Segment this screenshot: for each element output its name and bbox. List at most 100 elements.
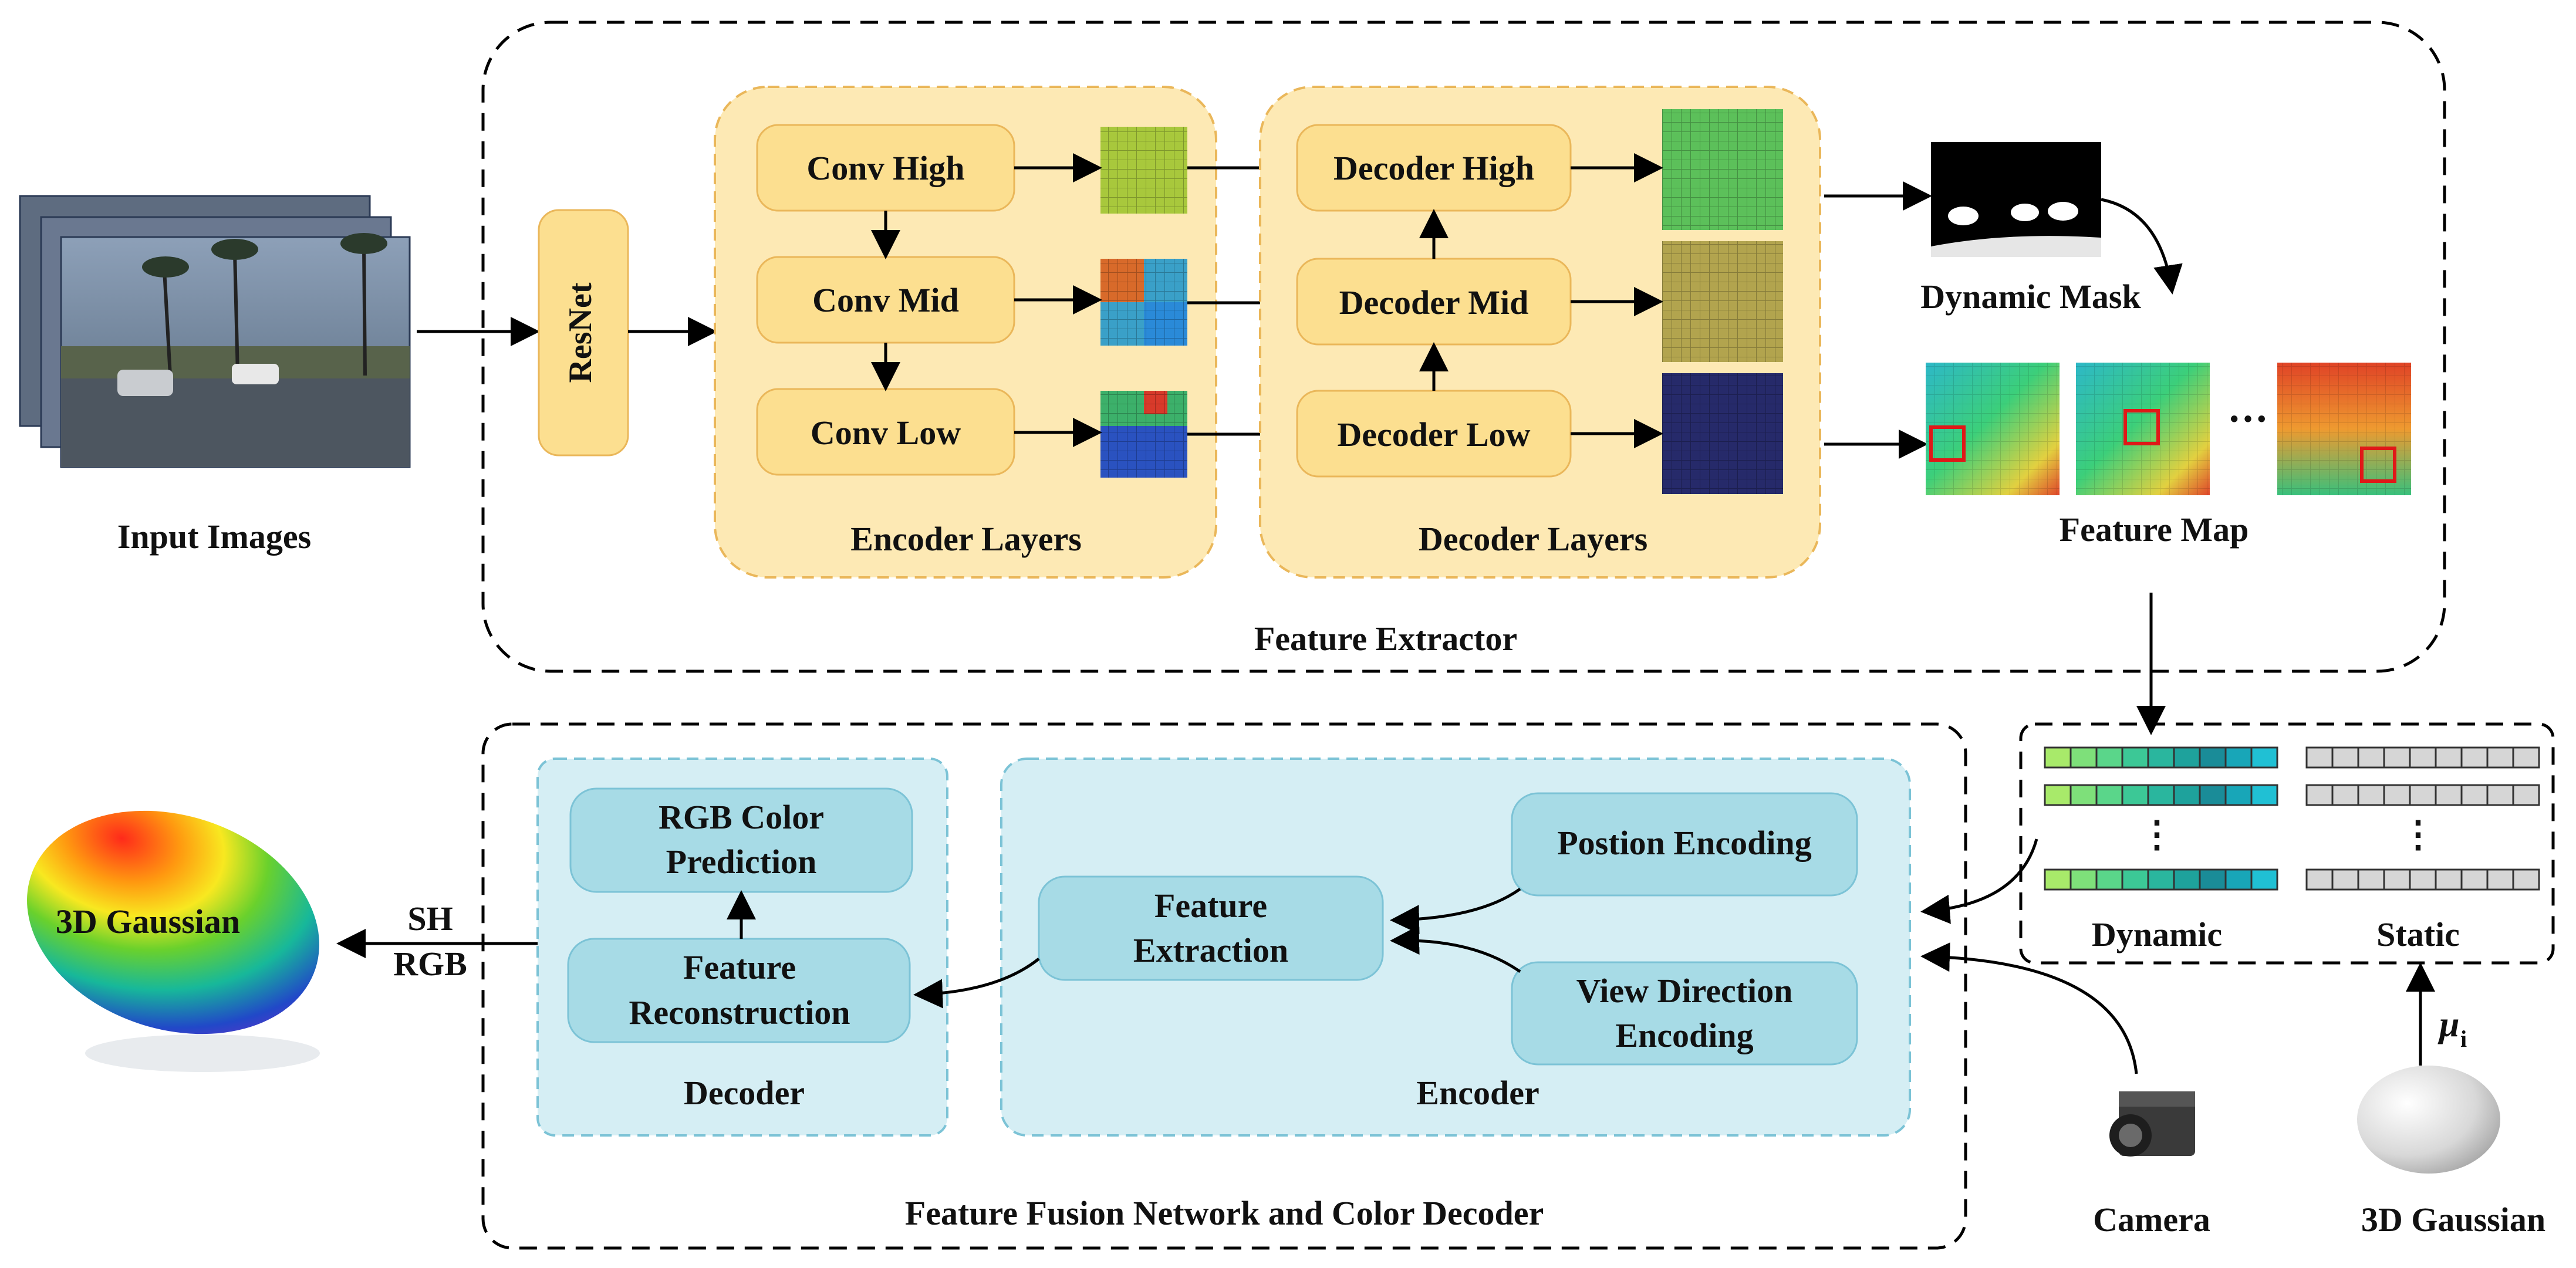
- mu-symbol: μ: [2437, 1005, 2459, 1044]
- static-label: Static: [2376, 915, 2460, 953]
- conv-high-feature-grid: [1100, 127, 1187, 214]
- dynamic-vector-cell: [2147, 868, 2175, 891]
- dynamic-label: Dynamic: [2092, 915, 2222, 953]
- static-vector-cell: [2460, 784, 2489, 806]
- dynamic-vector-cell: [2044, 868, 2072, 891]
- dynamic-mask-label: Dynamic Mask: [1920, 278, 2141, 316]
- conv-high-label: Conv High: [806, 149, 964, 187]
- dynamic-vector-cell: [2044, 784, 2072, 806]
- static-vector-cell: [2305, 784, 2334, 806]
- feature-map-2: [2076, 363, 2210, 495]
- encoder-label: Encoder: [1416, 1074, 1539, 1112]
- static-vector-cell: [2357, 746, 2385, 769]
- feature-map-label: Feature Map: [2060, 510, 2249, 549]
- feature-map-ellipsis: ···: [2227, 397, 2268, 442]
- feature-extraction-label-line1: Feature: [1154, 887, 1267, 925]
- arrow-position-to-extraction: [1390, 887, 1521, 935]
- static-vector-cell: [2305, 868, 2334, 891]
- dynamic-vector-cell: [2121, 784, 2149, 806]
- dynamic-vector-cell: [2224, 784, 2253, 806]
- dynamic-vector-cell: [2173, 784, 2201, 806]
- dynamic-mask-image: [1931, 142, 2101, 257]
- rgb-label: RGB: [393, 945, 467, 983]
- feature-extraction-block: [1038, 875, 1384, 981]
- static-vector-cell: [2460, 868, 2489, 891]
- arrow-viewdir-to-extraction: [1390, 925, 1521, 973]
- dynamic-vector-cell: [2250, 746, 2278, 769]
- dynamic-vector-cell: [2173, 746, 2201, 769]
- decoder-low-output-map: [1662, 373, 1783, 494]
- decoder-mid-label: Decoder Mid: [1339, 283, 1529, 322]
- static-vector-cell: [2383, 784, 2411, 806]
- static-vector-cell: [2357, 868, 2385, 891]
- output-gaussian-ellipsoid: [27, 810, 320, 1072]
- camera-label: Camera: [2093, 1201, 2210, 1239]
- feature-map-1: [1926, 363, 2060, 495]
- static-vector-cell: [2512, 746, 2540, 769]
- feature-extractor-title: Feature Extractor: [1254, 620, 1517, 658]
- static-vector-cell: [2486, 784, 2514, 806]
- feature-extraction-label-line2: Extraction: [1133, 931, 1288, 969]
- input-images: [19, 195, 411, 468]
- static-feature-vectors: [2305, 746, 2540, 891]
- conv-low-feature-grid: [1100, 391, 1187, 478]
- feature-reconstruction-label-line2: Reconstruction: [629, 993, 850, 1032]
- static-vdots: ⋮: [2400, 815, 2436, 855]
- static-vector-cell: [2409, 868, 2437, 891]
- decoder-mid-output-map: [1662, 241, 1783, 362]
- static-vector-cell: [2486, 868, 2514, 891]
- gray-gaussian-icon: [2357, 1066, 2500, 1174]
- dynamic-vector-cell: [2121, 746, 2149, 769]
- feature-vectors-frame: [2019, 722, 2555, 965]
- dynamic-vector-cell: [2069, 746, 2098, 769]
- conv-low-label: Conv Low: [811, 414, 961, 452]
- static-vector-cell: [2512, 784, 2540, 806]
- dynamic-vector-cell: [2121, 868, 2149, 891]
- dynamic-vector-cell: [2199, 746, 2227, 769]
- arrow-camera-to-fusion: [1920, 942, 2138, 1074]
- dynamic-vector-cell: [2224, 868, 2253, 891]
- static-vector-cell: [2331, 868, 2359, 891]
- static-vector-cell: [2409, 746, 2437, 769]
- input-images-label: Input Images: [117, 518, 311, 556]
- decoder-low-label: Decoder Low: [1337, 415, 1530, 454]
- dynamic-vector-cell: [2069, 868, 2098, 891]
- dynamic-vdots: ⋮: [2139, 815, 2175, 855]
- static-vector-cell: [2486, 746, 2514, 769]
- output-gaussian-label: 3D Gaussian: [56, 902, 240, 941]
- feature-fusion-frame: [481, 722, 1967, 1250]
- sh-label: SH: [407, 900, 453, 938]
- dynamic-vector-cell: [2173, 868, 2201, 891]
- view-direction-encoding-label-line2: Encoding: [1615, 1016, 1753, 1054]
- mu-subscript: i: [2460, 1026, 2467, 1052]
- arrow-vectors-to-fusion: [1920, 838, 2038, 924]
- feature-map-3: [2277, 363, 2411, 495]
- dynamic-vector-cell: [2199, 868, 2227, 891]
- feature-reconstruction-block: [567, 938, 911, 1043]
- dynamic-vector-cell: [2250, 868, 2278, 891]
- arrow-extraction-to-reconstruction: [913, 958, 1040, 1009]
- dynamic-vector-cell: [2044, 746, 2072, 769]
- static-vector-cell: [2460, 746, 2489, 769]
- dynamic-vector-cell: [2250, 784, 2278, 806]
- decoder-label: Decoder: [684, 1074, 805, 1112]
- feature-reconstruction-label-line1: Feature: [683, 948, 796, 986]
- view-direction-encoding-block: [1511, 961, 1858, 1066]
- static-vector-cell: [2383, 746, 2411, 769]
- dynamic-vector-cell: [2095, 746, 2123, 769]
- feature-fusion-title: Feature Fusion Network and Color Decoder: [905, 1194, 1544, 1232]
- static-vector-cell: [2435, 868, 2463, 891]
- rgb-color-prediction-label-line2: Prediction: [666, 843, 817, 881]
- input-gaussian-label: 3D Gaussian: [2361, 1201, 2545, 1239]
- static-vector-cell: [2435, 746, 2463, 769]
- dynamic-vector-cell: [2199, 784, 2227, 806]
- conv-mid-label: Conv Mid: [812, 281, 959, 319]
- feature-extractor-frame: [481, 21, 2446, 673]
- encoder-layers-label: Encoder Layers: [850, 520, 1082, 558]
- dynamic-vector-cell: [2147, 746, 2175, 769]
- arrow-mask-to-feature-map: [2101, 198, 2183, 295]
- rgb-color-prediction-label-line1: RGB Color: [659, 798, 824, 836]
- conv-mid-feature-grid: [1100, 259, 1187, 346]
